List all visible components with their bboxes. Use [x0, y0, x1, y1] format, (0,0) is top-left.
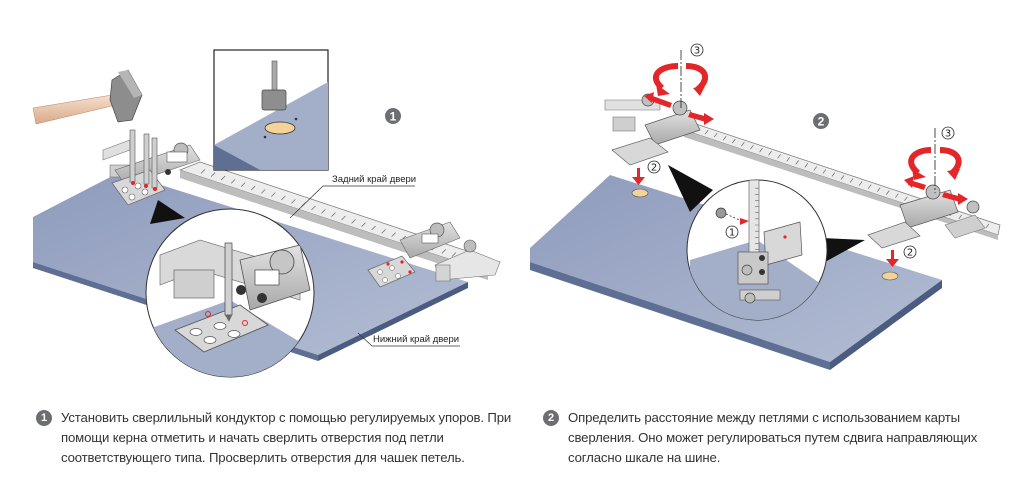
caption-step-2: 2 Определить расстояние между петлями с … [543, 408, 1013, 468]
scale-tick [722, 135, 727, 141]
scale-tick [786, 157, 790, 162]
scale-tick [451, 252, 457, 257]
drilling-jig-left [604, 93, 701, 166]
scale-tick [704, 129, 709, 135]
scale-tick [240, 182, 246, 187]
scale-tick [985, 223, 990, 229]
scale-tick [220, 175, 226, 181]
magnified-detail-2: 1 [686, 179, 828, 321]
svg-text:2: 2 [651, 163, 657, 174]
illustration-canvas: 1 Задний край двери Нижний край двери [32, 43, 1001, 378]
screw-axis-line [680, 50, 936, 193]
scale-tick [321, 209, 326, 214]
scale-tick [250, 185, 256, 191]
step-badge-1: 1 [385, 108, 401, 124]
magnifier-callout [822, 238, 865, 262]
svg-text:Задний край двери: Задний край двери [332, 174, 416, 185]
scale-tick [371, 225, 376, 231]
scale-tick [732, 138, 736, 144]
scale-tick [341, 215, 346, 221]
circled-marker-2-right: 2 [903, 245, 917, 259]
scale-tick [813, 166, 818, 171]
scale-tick [958, 214, 963, 220]
drilling-jig-right [867, 184, 986, 249]
scale-tick [361, 222, 366, 227]
scale-tick [391, 232, 396, 237]
magnifier-callout [668, 165, 713, 212]
scale-tick [858, 181, 863, 186]
scale-tick [230, 179, 236, 184]
hammer-icon [32, 69, 143, 125]
caption-text: Определить расстояние между петлями с ис… [568, 410, 978, 465]
scale-tick [804, 163, 809, 168]
svg-text:2: 2 [907, 248, 913, 259]
circled-marker-3-left: 3 [690, 43, 704, 57]
scale-tick [271, 192, 276, 197]
scale-tick [849, 178, 854, 183]
scale-tick [904, 196, 908, 201]
scale-tick [886, 190, 890, 195]
scale-tick [351, 219, 356, 224]
svg-text:3: 3 [694, 46, 700, 57]
step-number-badge: 1 [36, 410, 52, 426]
scale-tick [759, 148, 763, 153]
center-punch-icon [129, 129, 158, 191]
inset-drilling-cup-hole [213, 49, 329, 171]
scale-tick [876, 187, 881, 192]
scale-tick [750, 144, 754, 150]
svg-text:1: 1 [390, 110, 397, 124]
step-number-badge: 2 [543, 410, 559, 426]
circled-marker-3-right: 3 [941, 126, 955, 140]
svg-text:1: 1 [729, 228, 735, 239]
svg-text:3: 3 [945, 129, 951, 140]
scale-tick [741, 141, 745, 147]
scale-tick [777, 154, 781, 159]
scale-tick [840, 175, 845, 180]
drilling-jig-right [367, 221, 501, 288]
scale-tick [281, 195, 286, 201]
scale-tick [291, 199, 296, 204]
svg-text:Нижний край двери: Нижний край двери [373, 334, 459, 345]
scale-tick [311, 205, 316, 211]
scale-tick [210, 172, 216, 177]
magnifier-callout [150, 200, 185, 224]
circled-marker-2-left: 2 [647, 160, 661, 174]
scale-tick [200, 169, 206, 174]
svg-text:2: 2 [818, 115, 825, 129]
scale-tick [381, 229, 386, 234]
scale-tick [822, 169, 827, 174]
scale-tick [795, 160, 799, 165]
scale-tick [867, 184, 872, 189]
scale-tick [260, 189, 266, 194]
scale-tick [831, 172, 836, 177]
down-arrow-icon [632, 168, 899, 267]
caption-text: Установить сверлильный кондуктор с помощ… [61, 410, 512, 465]
label-bottom-edge: Нижний край двери [357, 332, 460, 347]
rotate-arrow-heads [656, 84, 960, 180]
panel-1-illustration: 1 Задний край двери Нижний край двери [32, 49, 501, 378]
panel-2-illustration: 3 3 2 2 [530, 43, 1001, 370]
step-badge-2: 2 [813, 113, 829, 129]
scale-tick [331, 212, 336, 217]
caption-step-1: 1 Установить сверлильный кондуктор с пом… [36, 408, 526, 468]
scale-tick [441, 249, 447, 254]
scale-tick [713, 132, 718, 138]
slide-arrow-icon [644, 92, 968, 205]
scale-tick [768, 151, 772, 156]
scale-tick [895, 193, 899, 198]
label-back-edge: Задний край двери [289, 174, 416, 219]
